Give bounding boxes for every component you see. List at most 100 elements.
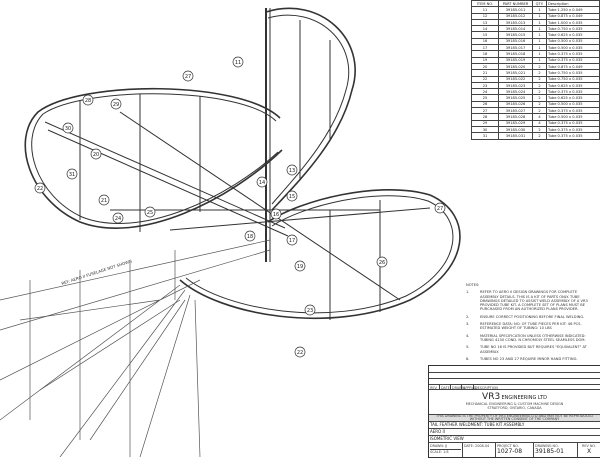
bom-cell: Tube 1.000 x 0.035 xyxy=(546,18,600,27)
note-text: ENSURE CORRECT POSITIONING BEFORE FINAL … xyxy=(480,314,585,319)
callout-balloon: 27 xyxy=(182,70,194,82)
bom-cell: Tube 0.375 x 0.035 xyxy=(546,88,600,96)
callout-balloon: 22 xyxy=(34,182,46,194)
callout-number: 23 xyxy=(307,308,313,314)
bom-cell: Tube 0.500 x 0.035 xyxy=(546,100,600,109)
revision-header-row: REV. DATE DRAWN APPRVD DESCRIPTION xyxy=(429,384,600,390)
callout-number: 20 xyxy=(93,152,99,158)
vertical-fin-outline xyxy=(265,7,356,211)
callout-number: 14 xyxy=(259,180,265,186)
bom-cell: Tube 0.375 x 0.035 xyxy=(546,107,600,115)
company-logo: VR3 xyxy=(482,392,501,402)
bom-header: Description xyxy=(546,0,600,8)
callout-number: 26 xyxy=(379,260,385,266)
disclaimer: THIS DRAWING IS THE PROPERTY OF VR3 ENGI… xyxy=(429,414,600,422)
note-number: 5. xyxy=(466,345,470,350)
bom-cell: Tube 0.750 x 0.035 xyxy=(546,25,600,33)
note-item: 6. TUBES NO 23 AND 27 REQUIRE MINOR HAND … xyxy=(466,357,596,361)
callout-number: 22 xyxy=(37,186,43,192)
bom-cell: Tube 0.625 x 0.035 xyxy=(546,81,600,90)
callout-balloon: 20 xyxy=(90,148,102,160)
note-text: REFER TO AERO II DESIGN DRAWINGS FOR COM… xyxy=(480,290,588,312)
callout-number: 27 xyxy=(437,206,443,212)
callout-balloon: 17 xyxy=(286,234,298,246)
bom-cell: 2 xyxy=(532,132,547,140)
callout-number: 18 xyxy=(247,234,253,240)
callout-balloon: 24 xyxy=(112,212,124,224)
callout-number: 19 xyxy=(297,264,303,270)
note-number: 3. xyxy=(466,322,470,327)
callout-balloon: 27 xyxy=(434,202,446,214)
callout-number: 22 xyxy=(297,350,303,356)
callout-balloon: 31 xyxy=(66,168,78,180)
note-text: MATERIAL SPECIFICATION UNLESS OTHERWISE … xyxy=(480,333,586,342)
revision-number: X xyxy=(586,448,592,455)
callout-balloon: 19 xyxy=(294,260,306,272)
product-name: AERO II xyxy=(429,428,600,436)
callout-number: 29 xyxy=(113,102,119,108)
callout-number: 13 xyxy=(289,168,295,174)
callout-balloon: 18 xyxy=(244,230,256,242)
note-item: 5. TUBE NO 16 IS PROVIDED BUT REQUIRES "E… xyxy=(466,345,596,354)
callout-number: 11 xyxy=(235,60,241,66)
callout-balloon: 26 xyxy=(376,256,388,268)
note-item: 1. REFER TO AERO II DESIGN DRAWINGS FOR C… xyxy=(466,290,596,311)
callout-balloon: 15 xyxy=(286,190,298,202)
note-item: 4. MATERIAL SPECIFICATION UNLESS OTHERWIS… xyxy=(466,334,596,343)
callout-balloon: 11 xyxy=(232,56,244,68)
drawing-title: TAIL FEATHER WELDMENT: TUBE KIT ASSEMBLY xyxy=(429,421,600,429)
callout-balloon: 14 xyxy=(256,176,268,188)
view-name: ISOMETRIC VIEW xyxy=(429,435,600,443)
callout-number: 15 xyxy=(289,194,295,200)
bom-cell: Tube 0.375 x 0.035 xyxy=(546,132,600,140)
drawing-number: 39185-01 xyxy=(535,448,564,455)
callout-balloon: 22 xyxy=(294,346,306,358)
bom-cell: 39185-031 xyxy=(498,132,533,140)
notes: NOTES: 1.REFER TO AERO II DESIGN DRAWING… xyxy=(466,283,596,361)
callout-number: 28 xyxy=(85,98,91,104)
note-text: TUBE NO 16 IS PROVIDED BUT REQUIRES "EQU… xyxy=(480,345,587,354)
callout-number: 17 xyxy=(289,238,295,244)
note-number: 6. xyxy=(466,356,470,361)
note-number: 1. xyxy=(466,290,470,295)
project-number: 1027-08 xyxy=(497,448,523,455)
left-stabilizer-outline xyxy=(24,87,283,229)
note-text: REFERENCE DATA: NO. OF TUBE PIECES PER K… xyxy=(480,322,582,331)
bom-cell: Tube 0.500 x 0.035 xyxy=(546,113,600,121)
bom-cell: Tube 0.750 x 0.035 xyxy=(546,75,600,83)
callout-number: 27 xyxy=(185,74,191,80)
callout-number: 24 xyxy=(115,216,121,222)
callout-number: 31 xyxy=(69,172,75,178)
callout-balloon: 16 xyxy=(270,208,282,220)
fuselage-note: REF: AERO II FUSELAGE NOT SHOWN xyxy=(61,258,133,286)
callout-number: 25 xyxy=(147,210,153,216)
callout-balloon: 29 xyxy=(110,98,122,110)
company-block: VR3 ENGINEERING LTD MECHANICAL ENGINEERI… xyxy=(429,389,600,415)
callout-number: 30 xyxy=(65,126,71,132)
note-text: TUBES NO 23 AND 27 REQUIRE MINOR HAND FI… xyxy=(480,356,578,361)
bom-cell: Tube 0.750 x 0.035 xyxy=(546,69,600,77)
callout-balloon: 23 xyxy=(304,304,316,316)
right-stabilizer-outline xyxy=(179,189,461,320)
note-number: 4. xyxy=(466,333,470,338)
callout-balloon: 25 xyxy=(144,206,156,218)
bom-cell: Tube 0.875 x 0.049 xyxy=(546,12,600,20)
callout-balloon: 13 xyxy=(286,164,298,176)
note-number: 2. xyxy=(466,314,470,319)
bom-cell: Tube 0.375 x 0.035 xyxy=(546,119,600,127)
callout-balloon: 28 xyxy=(82,94,94,106)
callout-balloon: 21 xyxy=(98,194,110,206)
